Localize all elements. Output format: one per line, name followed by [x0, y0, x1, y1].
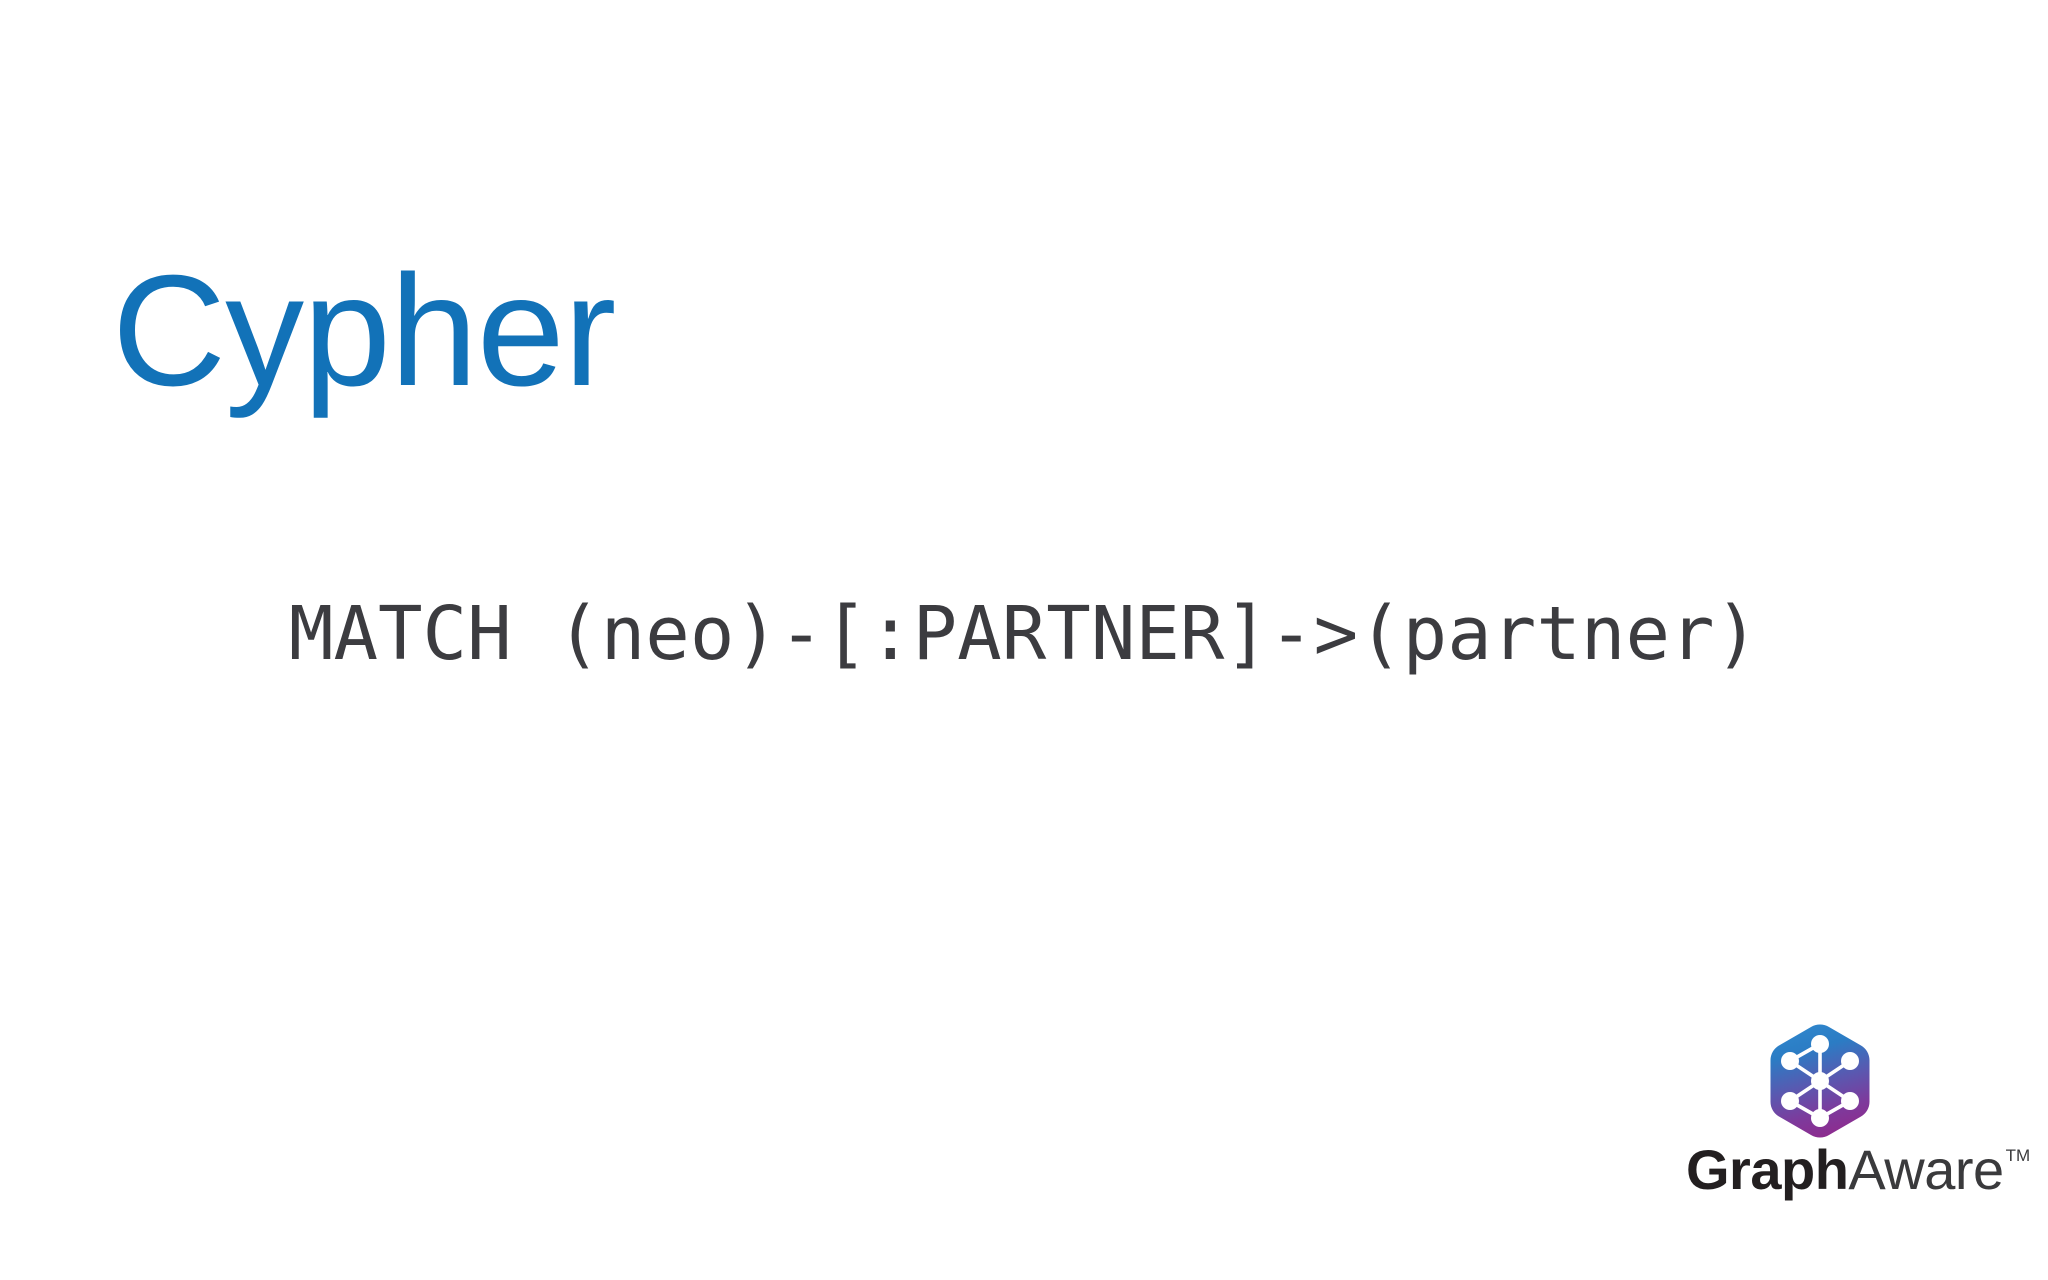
cypher-query-text: MATCH (neo)-[:PARTNER]->(partner) [288, 591, 1760, 677]
graphaware-hexagon-icon [1768, 1022, 1872, 1140]
code-block: MATCH (neo)-[:PARTNER]->(partner) [0, 588, 2048, 681]
wordmark-aware: Aware [1848, 1138, 2004, 1201]
wordmark-graph: Graph [1686, 1138, 1849, 1201]
page-title: Cypher [112, 242, 616, 419]
trademark-symbol: TM [2005, 1145, 2031, 1165]
